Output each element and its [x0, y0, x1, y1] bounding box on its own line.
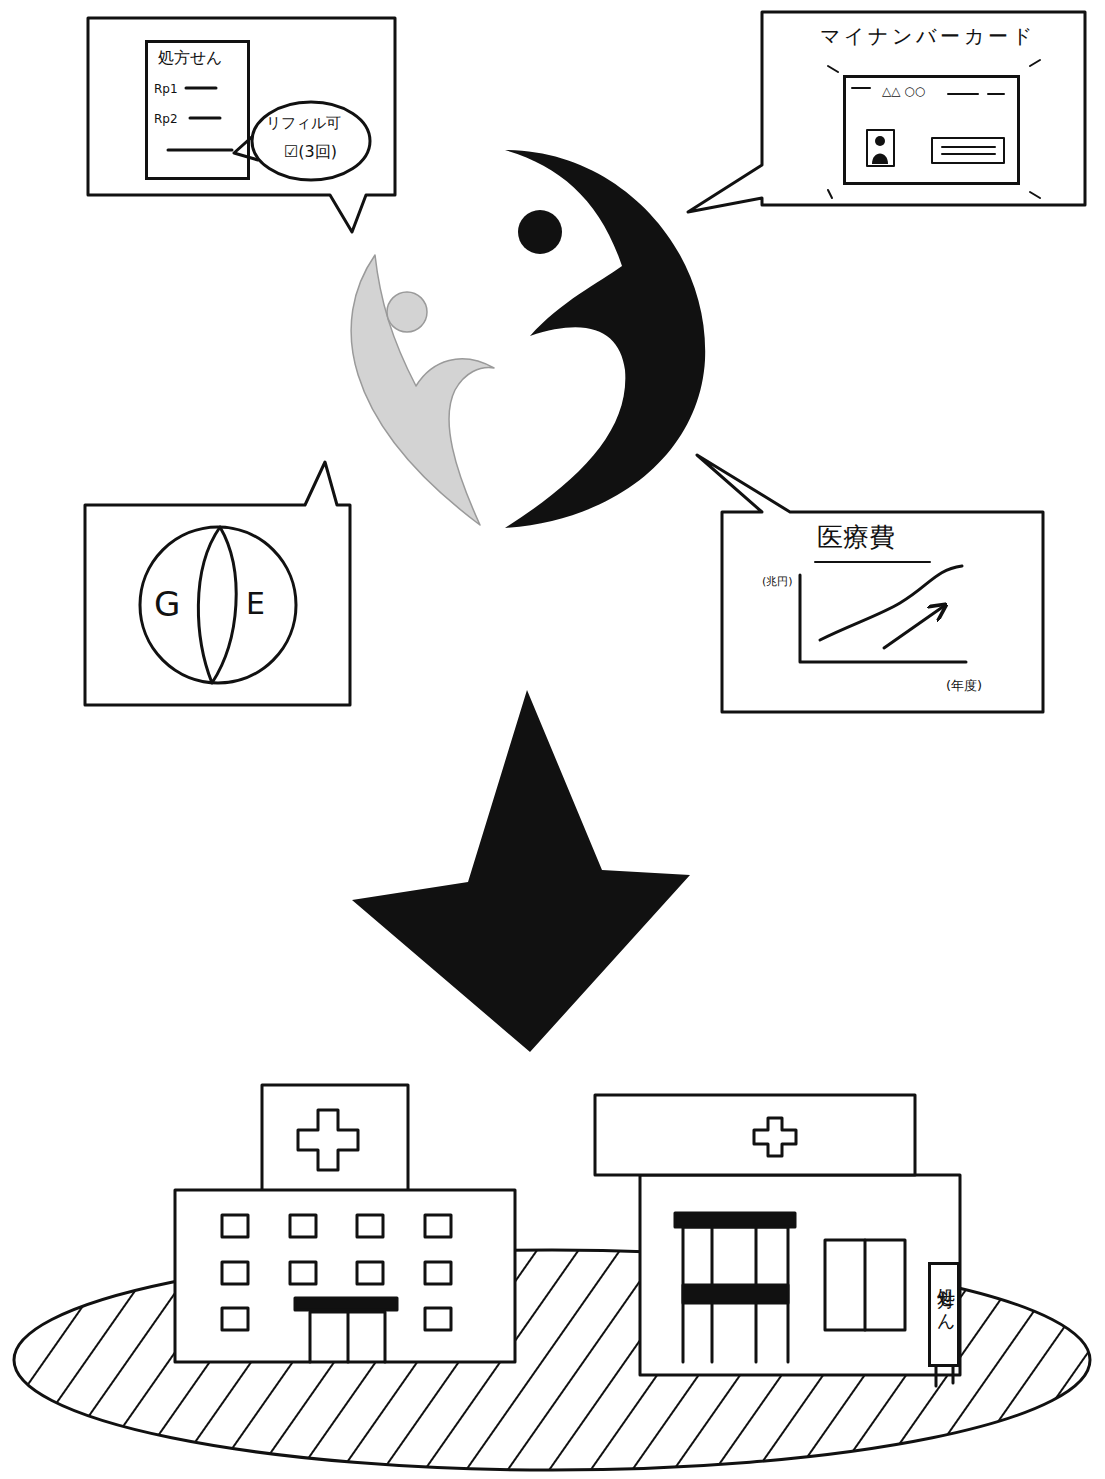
hospital-door: [310, 1312, 385, 1362]
sparkle: [1030, 192, 1040, 198]
card-line: [988, 93, 1004, 95]
sign-text: 処方せん: [937, 1274, 955, 1324]
big-arrow: [352, 690, 690, 1052]
window: [425, 1308, 451, 1330]
door-canopy: [295, 1298, 397, 1310]
generic-circle: GE: [138, 525, 298, 685]
logo-head-grey: [387, 292, 427, 332]
pharmacy-door: [683, 1227, 788, 1362]
pharmacy-window: [825, 1240, 905, 1330]
sparkle: [828, 190, 832, 198]
card-name: △△ ○○: [882, 85, 925, 97]
sheet-title: 処方せん: [158, 50, 222, 66]
callout-title: マイナンバーカード: [820, 26, 1036, 46]
hospital-cross: [298, 1110, 358, 1170]
window: [222, 1262, 248, 1284]
sign-leg: [935, 1366, 938, 1386]
window: [290, 1262, 316, 1284]
logo-head-black: [518, 210, 562, 254]
window: [357, 1215, 383, 1237]
pharmacy-sign: 処方せん: [928, 1262, 960, 1367]
card-line: [942, 146, 995, 148]
rx-item: Rp1: [154, 83, 178, 95]
chart-title: 医療費: [817, 524, 895, 550]
window: [425, 1262, 451, 1284]
window: [357, 1262, 383, 1284]
refill-bubble: リフィル可 ☑(3回): [250, 100, 372, 182]
photo-body: [872, 154, 888, 165]
pharmacy-body: [640, 1175, 960, 1375]
callout-frame: [85, 462, 350, 705]
door-band: [683, 1285, 788, 1303]
card-field: [932, 138, 1004, 163]
callout-frame: [697, 455, 1043, 712]
refill-bubble-outline: [250, 100, 372, 182]
window: [222, 1215, 248, 1237]
logo-figure-grey: [351, 255, 494, 525]
sparkle: [1030, 60, 1040, 66]
title-underline: [815, 561, 930, 563]
card-callout: マイナンバーカード △△ ○○: [762, 12, 1085, 205]
window: [290, 1215, 316, 1237]
logo-figure-black: [505, 150, 705, 528]
chart-axes: [800, 575, 966, 662]
door-band: [675, 1213, 795, 1227]
rx-line: [186, 87, 216, 90]
rx-line: [190, 117, 220, 120]
card-line: [948, 93, 978, 95]
cost-callout: 医療費 (兆円) (年度): [722, 512, 1043, 712]
card-line: [942, 153, 995, 155]
rx-line: [168, 149, 232, 152]
refill-bubble-outline: [252, 102, 370, 180]
rx-item: Rp2: [154, 113, 178, 125]
hospital-tower: [262, 1085, 408, 1191]
prescription-sheet: 処方せん Rp1Rp2: [145, 40, 250, 180]
callout-frame: [688, 12, 1085, 212]
axis-unit: (年度): [946, 679, 982, 692]
trend-arrow: [884, 606, 944, 648]
sparkle: [828, 66, 838, 72]
card-photo: [867, 130, 894, 166]
circle-divider: [198, 527, 236, 683]
sign-leg: [952, 1366, 955, 1383]
photo-head: [875, 136, 885, 146]
circle-letter: G: [154, 587, 180, 621]
cost-curve: [820, 566, 962, 640]
pharmacy-sign-board: [595, 1095, 915, 1175]
pharmacy-cross: [754, 1118, 796, 1156]
hospital-body: [175, 1190, 515, 1362]
window-divider: [864, 1240, 867, 1330]
circle-letter: E: [246, 589, 265, 619]
window: [222, 1308, 248, 1330]
axis-unit: (兆円): [762, 576, 793, 587]
id-card: △△ ○○: [843, 75, 1020, 185]
refill-count: ☑(3回): [284, 144, 337, 160]
window: [425, 1215, 451, 1237]
callout-frame: [88, 18, 395, 232]
generic-circle-outline: [140, 527, 296, 683]
card-line: [852, 87, 870, 89]
refill-label: リフィル可: [266, 116, 341, 131]
